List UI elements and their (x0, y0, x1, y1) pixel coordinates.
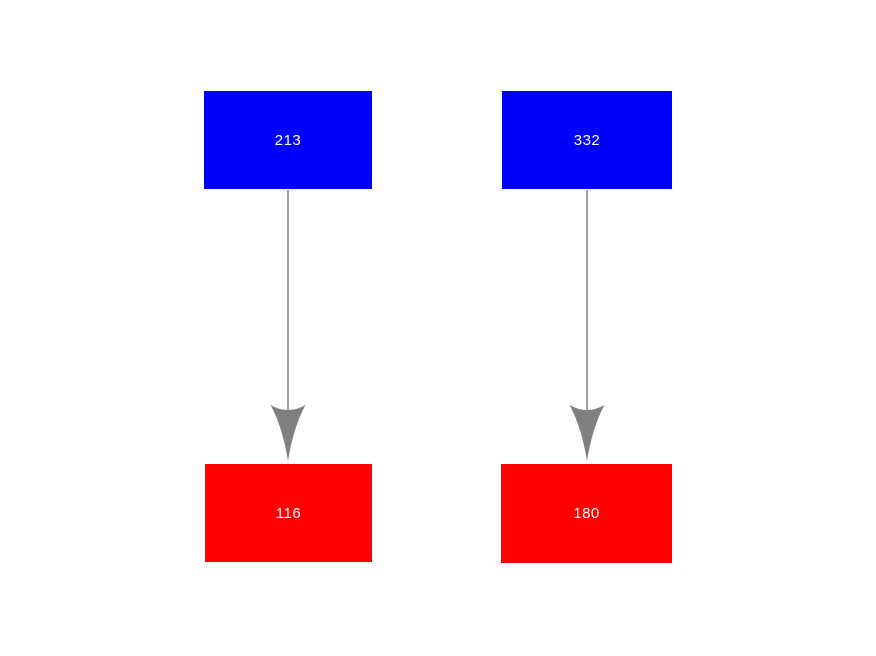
arrow-2-head-icon (569, 405, 605, 461)
arrow-1 (270, 190, 306, 461)
arrow-1-head-icon (270, 405, 306, 461)
source-node-2: 332 (502, 91, 672, 189)
target-node-1-label: 116 (275, 504, 302, 522)
source-node-1: 213 (204, 91, 372, 189)
target-node-2-label: 180 (573, 505, 600, 522)
arrow-2 (569, 190, 605, 461)
target-node-1: 116 (205, 464, 372, 562)
source-node-2-label: 332 (573, 131, 601, 149)
target-node-2: 180 (501, 464, 672, 563)
source-node-1-label: 213 (274, 131, 302, 149)
